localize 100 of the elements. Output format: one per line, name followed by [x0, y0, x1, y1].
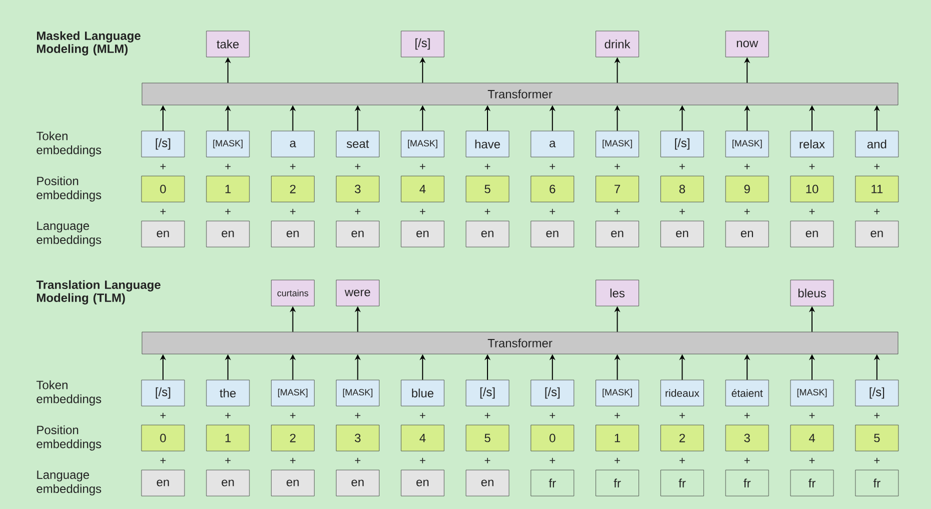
position-box: 4	[400, 176, 444, 202]
plus-sign: +	[614, 164, 620, 170]
row-label: Position embeddings	[36, 176, 102, 202]
language-box: en	[855, 220, 899, 248]
row-label: Language embeddings	[36, 222, 102, 246]
plus-sign: +	[355, 458, 360, 464]
plus-sign: +	[225, 208, 231, 214]
language-box: fr	[596, 470, 639, 496]
position-box: 3	[336, 176, 380, 202]
language-box: en	[400, 470, 444, 496]
plus-sign: +	[874, 208, 880, 214]
plus-sign: +	[420, 208, 426, 214]
language-box: en	[400, 220, 444, 248]
position-box: 8	[660, 176, 704, 202]
section-title: Translation Language Modeling (TLM)	[36, 280, 160, 304]
language-box: en	[596, 220, 639, 248]
language-box: en	[271, 220, 314, 248]
output-token-box: [/s]	[400, 30, 444, 58]
position-box: 10	[790, 176, 834, 202]
position-box: 11	[855, 176, 899, 202]
token-box: [/s]	[141, 380, 185, 406]
language-box: en	[271, 470, 314, 496]
language-box: fr	[725, 470, 769, 496]
plus-sign: +	[614, 208, 620, 214]
output-token-box: take	[206, 30, 250, 58]
plus-sign: +	[874, 412, 880, 418]
token-box: [/s]	[855, 380, 899, 406]
position-box: 1	[596, 424, 639, 452]
token-box: [MASK]	[790, 380, 834, 406]
plus-sign: +	[160, 208, 166, 214]
position-box: 5	[466, 424, 510, 452]
plus-sign: +	[680, 164, 685, 170]
language-box: en	[466, 220, 510, 248]
language-box: fr	[855, 470, 899, 496]
output-token-box: drink	[596, 30, 639, 58]
token-box: [MASK]	[271, 380, 314, 406]
token-box: seat	[336, 130, 380, 158]
output-token-box: curtains	[271, 280, 314, 306]
language-box: en	[660, 220, 704, 248]
plus-sign: +	[160, 164, 166, 170]
language-box: en	[336, 220, 380, 248]
position-box: 1	[206, 176, 250, 202]
output-token-box: now	[725, 30, 769, 58]
plus-sign: +	[484, 164, 490, 170]
plus-sign: +	[680, 412, 685, 418]
language-box: en	[790, 220, 834, 248]
token-box: relax	[790, 130, 834, 158]
language-box: en	[336, 470, 380, 496]
output-token-box: bleus	[790, 280, 834, 306]
position-box: 2	[660, 424, 704, 452]
token-box: [MASK]	[400, 130, 444, 158]
language-box: en	[141, 220, 185, 248]
token-box: [/s]	[141, 130, 185, 158]
token-box: and	[855, 130, 899, 158]
plus-sign: +	[550, 208, 556, 214]
plus-sign: +	[484, 412, 490, 418]
plus-sign: +	[225, 412, 231, 418]
token-box: rideaux	[660, 380, 704, 406]
token-box: a	[530, 130, 574, 158]
plus-sign: +	[225, 164, 231, 170]
plus-sign: +	[355, 164, 360, 170]
plus-sign: +	[290, 412, 296, 418]
token-box: [/s]	[660, 130, 704, 158]
position-box: 4	[400, 424, 444, 452]
token-box: blue	[400, 380, 444, 406]
position-box: 3	[725, 424, 769, 452]
plus-sign: +	[744, 208, 750, 214]
token-box: [MASK]	[336, 380, 380, 406]
position-box: 5	[466, 176, 510, 202]
plus-sign: +	[160, 458, 166, 464]
plus-sign: +	[744, 412, 750, 418]
position-box: 0	[141, 424, 185, 452]
token-box: [/s]	[530, 380, 574, 406]
plus-sign: +	[744, 458, 750, 464]
plus-sign: +	[420, 458, 426, 464]
token-box: [/s]	[466, 380, 510, 406]
language-box: fr	[530, 470, 574, 496]
token-box: étaient	[725, 380, 769, 406]
position-box: 5	[855, 424, 899, 452]
language-box: en	[466, 470, 510, 496]
transformer-bar: Transformer	[142, 332, 898, 354]
plus-sign: +	[420, 164, 426, 170]
row-label: Token embeddings	[36, 131, 102, 157]
plus-sign: +	[550, 164, 556, 170]
language-box: en	[141, 470, 185, 496]
section-title: Masked Language Modeling (MLM)	[37, 31, 140, 56]
plus-sign: +	[225, 458, 231, 464]
position-box: 2	[271, 424, 314, 452]
plus-sign: +	[809, 208, 815, 214]
position-box: 1	[206, 424, 250, 452]
plus-sign: +	[355, 412, 360, 418]
transformer-bar: Transformer	[142, 82, 898, 106]
plus-sign: +	[874, 164, 880, 170]
position-box: 2	[271, 176, 314, 202]
token-box: have	[466, 130, 510, 158]
position-box: 9	[725, 176, 769, 202]
language-box: fr	[660, 470, 704, 496]
plus-sign: +	[484, 208, 490, 214]
plus-sign: +	[355, 208, 360, 214]
position-box: 4	[790, 424, 834, 452]
